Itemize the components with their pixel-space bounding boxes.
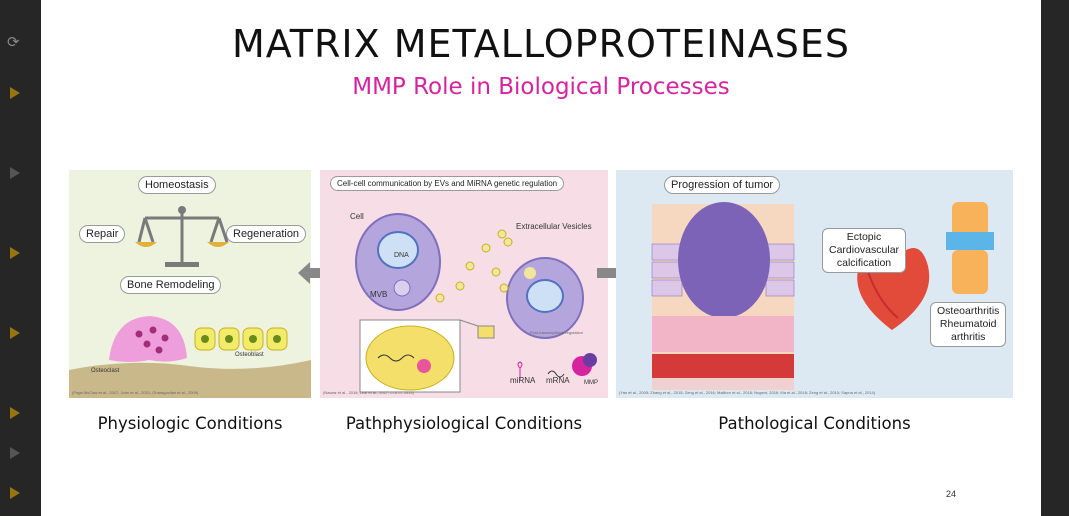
- page-number: 24: [946, 489, 957, 499]
- mvb-label: MVB: [370, 290, 388, 299]
- mirna-label: miRNA: [510, 376, 536, 385]
- arthritis-line-3: arthritis: [951, 331, 986, 343]
- sidebar-arrow-icon[interactable]: [10, 87, 20, 99]
- right-sidebar: [1041, 0, 1069, 516]
- sidebar-arrow-icon[interactable]: [10, 487, 20, 499]
- citation: (Yao et al., 2005; Zhang et al., 2015; Z…: [619, 390, 876, 395]
- citation: (Nawaz et al., 2018; Leal et al., 2017; …: [323, 390, 414, 395]
- pathphysiological-panel: Cell-cell communication by EVs and MiRNA…: [320, 170, 608, 398]
- sidebar-arrow-icon[interactable]: [10, 407, 20, 419]
- slide-subtitle: MMP Role in Biological Processes: [352, 74, 730, 100]
- arthritis-line-1: Osteoarthritis: [937, 305, 1000, 317]
- scale-illustration: [135, 206, 229, 267]
- sidebar-arrow-icon[interactable]: [10, 447, 20, 459]
- ectopic-line-2: Cardiovascular: [829, 244, 900, 256]
- extracellular-vesicles-label: Extracellular Vesicles: [516, 222, 592, 231]
- ev-header-label: Cell-cell communication by EVs and MiRNA…: [330, 176, 565, 191]
- mmp-label: MMP: [584, 380, 598, 386]
- homeostasis-label: Homeostasis: [138, 176, 216, 194]
- bone-remodeling-label: Bone Remodeling: [120, 276, 222, 294]
- physiologic-panel: Homeostasis Repair Regeneration Bone Rem…: [69, 170, 311, 398]
- ectopic-calcification-label: Ectopic Cardiovascular calcification: [822, 228, 907, 273]
- refresh-icon[interactable]: ⟳: [7, 34, 20, 51]
- left-arrow-icon: [298, 262, 330, 284]
- tumor-label: Progression of tumor: [664, 176, 781, 194]
- sidebar-arrow-icon[interactable]: [10, 167, 20, 179]
- presentation-slide[interactable]: MATRIX METALLOPROTEINASES MMP Role in Bi…: [41, 0, 1041, 516]
- sidebar-arrow-icon[interactable]: [10, 327, 20, 339]
- physiologic-caption: Physiologic Conditions: [97, 414, 283, 433]
- sidebar-arrow-icon[interactable]: [10, 247, 20, 259]
- citation: (Page-McCaw et al., 2007; John et al., 2…: [72, 390, 199, 395]
- arthritis-line-2: Rheumatoid: [939, 318, 997, 330]
- dna-label: DNA: [394, 252, 409, 259]
- osteoblast-label: Osteoblast: [235, 352, 264, 358]
- pathological-panel: Progression of tumor Ectopic Cardiovascu…: [616, 170, 1013, 398]
- repair-label: Repair: [79, 225, 126, 243]
- left-sidebar: ⟳: [0, 0, 41, 516]
- cell-label: Cell: [350, 212, 364, 221]
- bone-cells-illustration: [69, 316, 311, 398]
- pathphysiological-caption: Pathphysiological Conditions: [345, 414, 583, 433]
- regeneration-label: Regeneration: [226, 225, 307, 243]
- mrna-label: mRNA: [546, 376, 570, 385]
- ev-illustration: [355, 213, 597, 393]
- slide-title: MATRIX METALLOPROTEINASES: [231, 22, 851, 66]
- ectopic-line-1: Ectopic: [846, 231, 882, 243]
- osteoclast-label: Osteoclast: [91, 368, 120, 374]
- ectopic-line-3: calcification: [836, 257, 892, 269]
- post-transcriptional-label: Post-transcriptional regulation: [530, 330, 583, 335]
- arthritis-label: Osteoarthritis Rheumatoid arthritis: [930, 302, 1007, 347]
- pathological-caption: Pathological Conditions: [718, 414, 911, 433]
- pathology-illustration: [651, 202, 994, 390]
